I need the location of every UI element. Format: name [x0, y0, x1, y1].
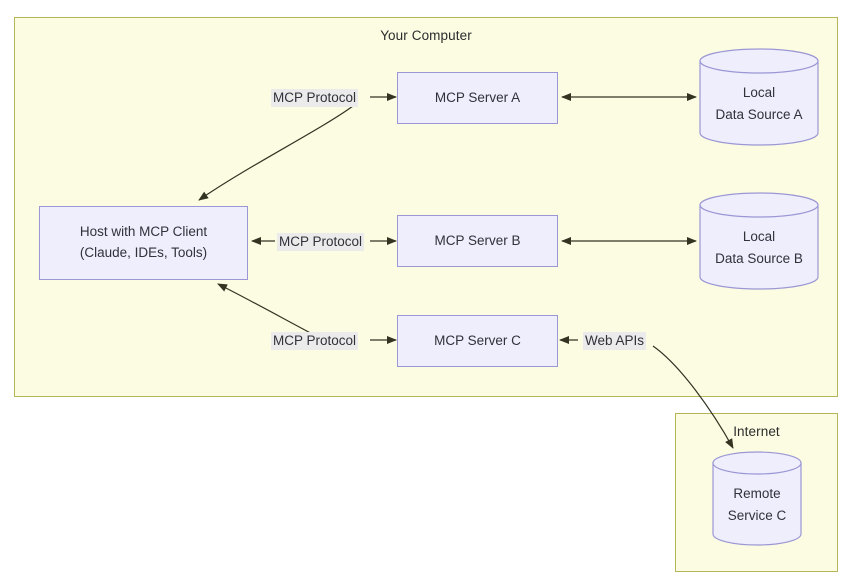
- node-remote-service-c-label: Remote Service C: [712, 481, 802, 529]
- edge-label-mcp-protocol-c: MCP Protocol: [271, 332, 359, 350]
- node-local-data-source-a-label: Local Data Source A: [699, 80, 819, 128]
- data-source-a-line-2: Data Source A: [715, 107, 803, 122]
- node-local-data-source-b-label: Local Data Source B: [699, 224, 819, 272]
- edge-label-mcp-protocol-b: MCP Protocol: [277, 233, 365, 251]
- remote-service-c-line-1: Remote: [733, 486, 781, 502]
- node-mcp-server-c-label: MCP Server C: [434, 332, 521, 348]
- node-host-line-1: Host with MCP Client: [79, 224, 208, 240]
- node-mcp-server-c[interactable]: MCP Server C: [397, 315, 558, 367]
- node-mcp-server-a[interactable]: MCP Server A: [397, 72, 558, 124]
- node-mcp-server-b[interactable]: MCP Server B: [397, 215, 558, 267]
- node-mcp-server-a-label: MCP Server A: [434, 89, 521, 105]
- node-host-line-2: (Claude, IDEs, Tools): [79, 245, 208, 260]
- node-remote-service-c[interactable]: Remote Service C: [712, 451, 802, 546]
- node-host-with-mcp-client[interactable]: Host with MCP Client (Claude, IDEs, Tool…: [39, 206, 248, 280]
- node-mcp-server-b-label: MCP Server B: [434, 232, 521, 248]
- cylinder-shape-b: [699, 192, 819, 290]
- cylinder-shape-a: [699, 48, 819, 146]
- node-local-data-source-a[interactable]: Local Data Source A: [699, 48, 819, 146]
- node-local-data-source-b[interactable]: Local Data Source B: [699, 192, 819, 290]
- cylinder-shape-remote: [712, 451, 802, 546]
- data-source-b-line-1: Local: [742, 229, 776, 245]
- remote-service-c-line-2: Service C: [727, 508, 787, 523]
- data-source-a-line-1: Local: [742, 85, 776, 101]
- edge-label-mcp-protocol-a: MCP Protocol: [271, 89, 359, 107]
- group-your-computer-label: Your Computer: [380, 28, 472, 43]
- data-source-b-line-2: Data Source B: [715, 251, 803, 266]
- group-internet-label: Internet: [733, 424, 780, 439]
- edge-label-web-apis: Web APIs: [583, 332, 647, 350]
